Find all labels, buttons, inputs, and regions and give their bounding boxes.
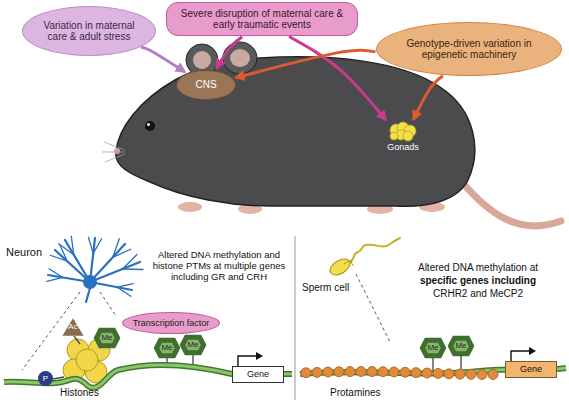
panel-label: Neuron xyxy=(6,246,42,259)
node-text: Gene xyxy=(520,364,542,374)
node-text: Me xyxy=(101,333,112,342)
panel-label: specific genes including xyxy=(392,275,564,287)
tss-arrowhead xyxy=(256,352,263,360)
panel-label: CRHR2 and MeCP2 xyxy=(392,288,564,300)
node-text: Variation in maternal care & adult stres… xyxy=(41,20,137,43)
mouse-eye xyxy=(145,121,155,131)
node-text: P xyxy=(43,374,48,383)
methyl-mark: Me xyxy=(422,340,444,356)
tss-arrowhead xyxy=(529,347,536,355)
mouse-body xyxy=(116,57,475,206)
mouse-tail xyxy=(462,182,561,226)
cause-arrow xyxy=(413,76,442,120)
gene-box: Gene xyxy=(232,366,284,383)
node-text: Me xyxy=(427,343,438,352)
panel-divider xyxy=(295,236,296,400)
panel-label: Sperm cell xyxy=(302,282,349,294)
phospho-mark: P xyxy=(38,371,53,386)
methyl-mark: Me xyxy=(182,337,204,353)
node-text: CNS xyxy=(195,79,216,91)
zoom-lines xyxy=(22,274,390,370)
tss-arrow xyxy=(238,351,531,366)
methyl-mark: Me xyxy=(450,338,472,354)
node-text: Me xyxy=(161,343,172,352)
panel-label: Altered DNA methylation at xyxy=(392,262,564,274)
mouse-foot xyxy=(178,202,202,212)
node-text: Me xyxy=(455,341,466,350)
cause-arrow xyxy=(236,50,376,77)
neuron-drawing xyxy=(47,236,143,302)
cause-arrow xyxy=(141,47,185,71)
dna-strand xyxy=(4,365,292,388)
node-text: Gonads xyxy=(387,142,419,152)
methyl-mark: Me xyxy=(156,340,178,356)
whiskers xyxy=(102,142,125,162)
cause-box: Severe disruption of maternal care & ear… xyxy=(166,2,358,36)
node-text: Gene xyxy=(247,369,269,379)
node-text: Ac xyxy=(68,322,77,331)
gonads-organ: Gonads xyxy=(376,122,430,156)
gene-box: Gene xyxy=(505,361,557,378)
node-text: Genotype-driven variation in epigenetic … xyxy=(399,38,539,61)
sperm-drawing xyxy=(327,238,400,278)
methyl-mark: Me xyxy=(96,330,118,346)
panel-label: Protamines xyxy=(330,387,381,399)
dna-strand xyxy=(4,365,292,388)
cns-region: CNS xyxy=(176,70,236,100)
mouse-ear-inner xyxy=(193,51,211,69)
node-text: Me xyxy=(187,340,198,349)
node-text: Transcription factor xyxy=(133,318,210,328)
cause-bubble: Genotype-driven variation in epigenetic … xyxy=(376,22,562,76)
cause-bubble: Variation in maternal care & adult stres… xyxy=(22,6,156,56)
node-text: Severe disruption of maternal care & ear… xyxy=(175,8,349,31)
eye-highlight xyxy=(147,123,150,126)
cause-arrow xyxy=(217,37,243,69)
mouse-ear-inner xyxy=(230,49,250,67)
cause-arrow xyxy=(289,37,386,120)
transcription-factor: Transcription factor xyxy=(122,312,220,334)
acetyl-mark: Ac xyxy=(62,318,84,336)
mouse-nose xyxy=(114,148,120,154)
panel-label: Histones xyxy=(60,387,99,399)
panel-label: Altered DNA methylation and histone PTMs… xyxy=(148,250,290,283)
neuron-soma xyxy=(83,275,97,289)
protamines-drawing xyxy=(301,367,498,380)
mouse-ear xyxy=(223,42,257,74)
